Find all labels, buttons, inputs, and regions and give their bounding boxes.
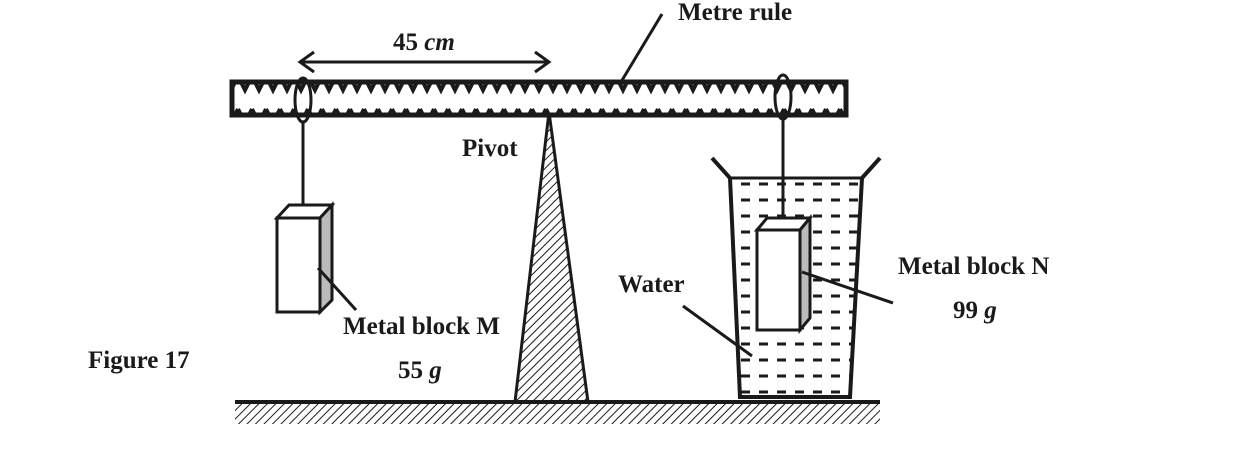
- metre-rule: [229, 79, 849, 118]
- block-m-leader: [316, 266, 358, 312]
- block-n-label: Metal block N: [898, 253, 1049, 280]
- figure-caption: Figure 17: [88, 347, 190, 374]
- metal-block-n: [753, 213, 814, 335]
- metre-rule-leader: [619, 13, 664, 83]
- water-label: Water: [618, 271, 685, 298]
- hanger-m: [293, 76, 313, 215]
- metal-block-m: [273, 201, 336, 316]
- block-m-mass: 55 g: [398, 357, 442, 384]
- metre-rule-label: Metre rule: [678, 0, 792, 26]
- block-m-label: Metal block M: [343, 313, 500, 340]
- pivot: [513, 111, 590, 404]
- ground: [235, 400, 880, 424]
- hanger-n: [773, 73, 793, 228]
- block-n-leader: [801, 270, 894, 305]
- block-n-mass: 99 g: [953, 297, 997, 324]
- distance-label: 45 cm: [393, 29, 455, 56]
- water-leader: [682, 304, 753, 358]
- distance-arrow: [297, 50, 552, 74]
- pivot-label: Pivot: [462, 135, 518, 162]
